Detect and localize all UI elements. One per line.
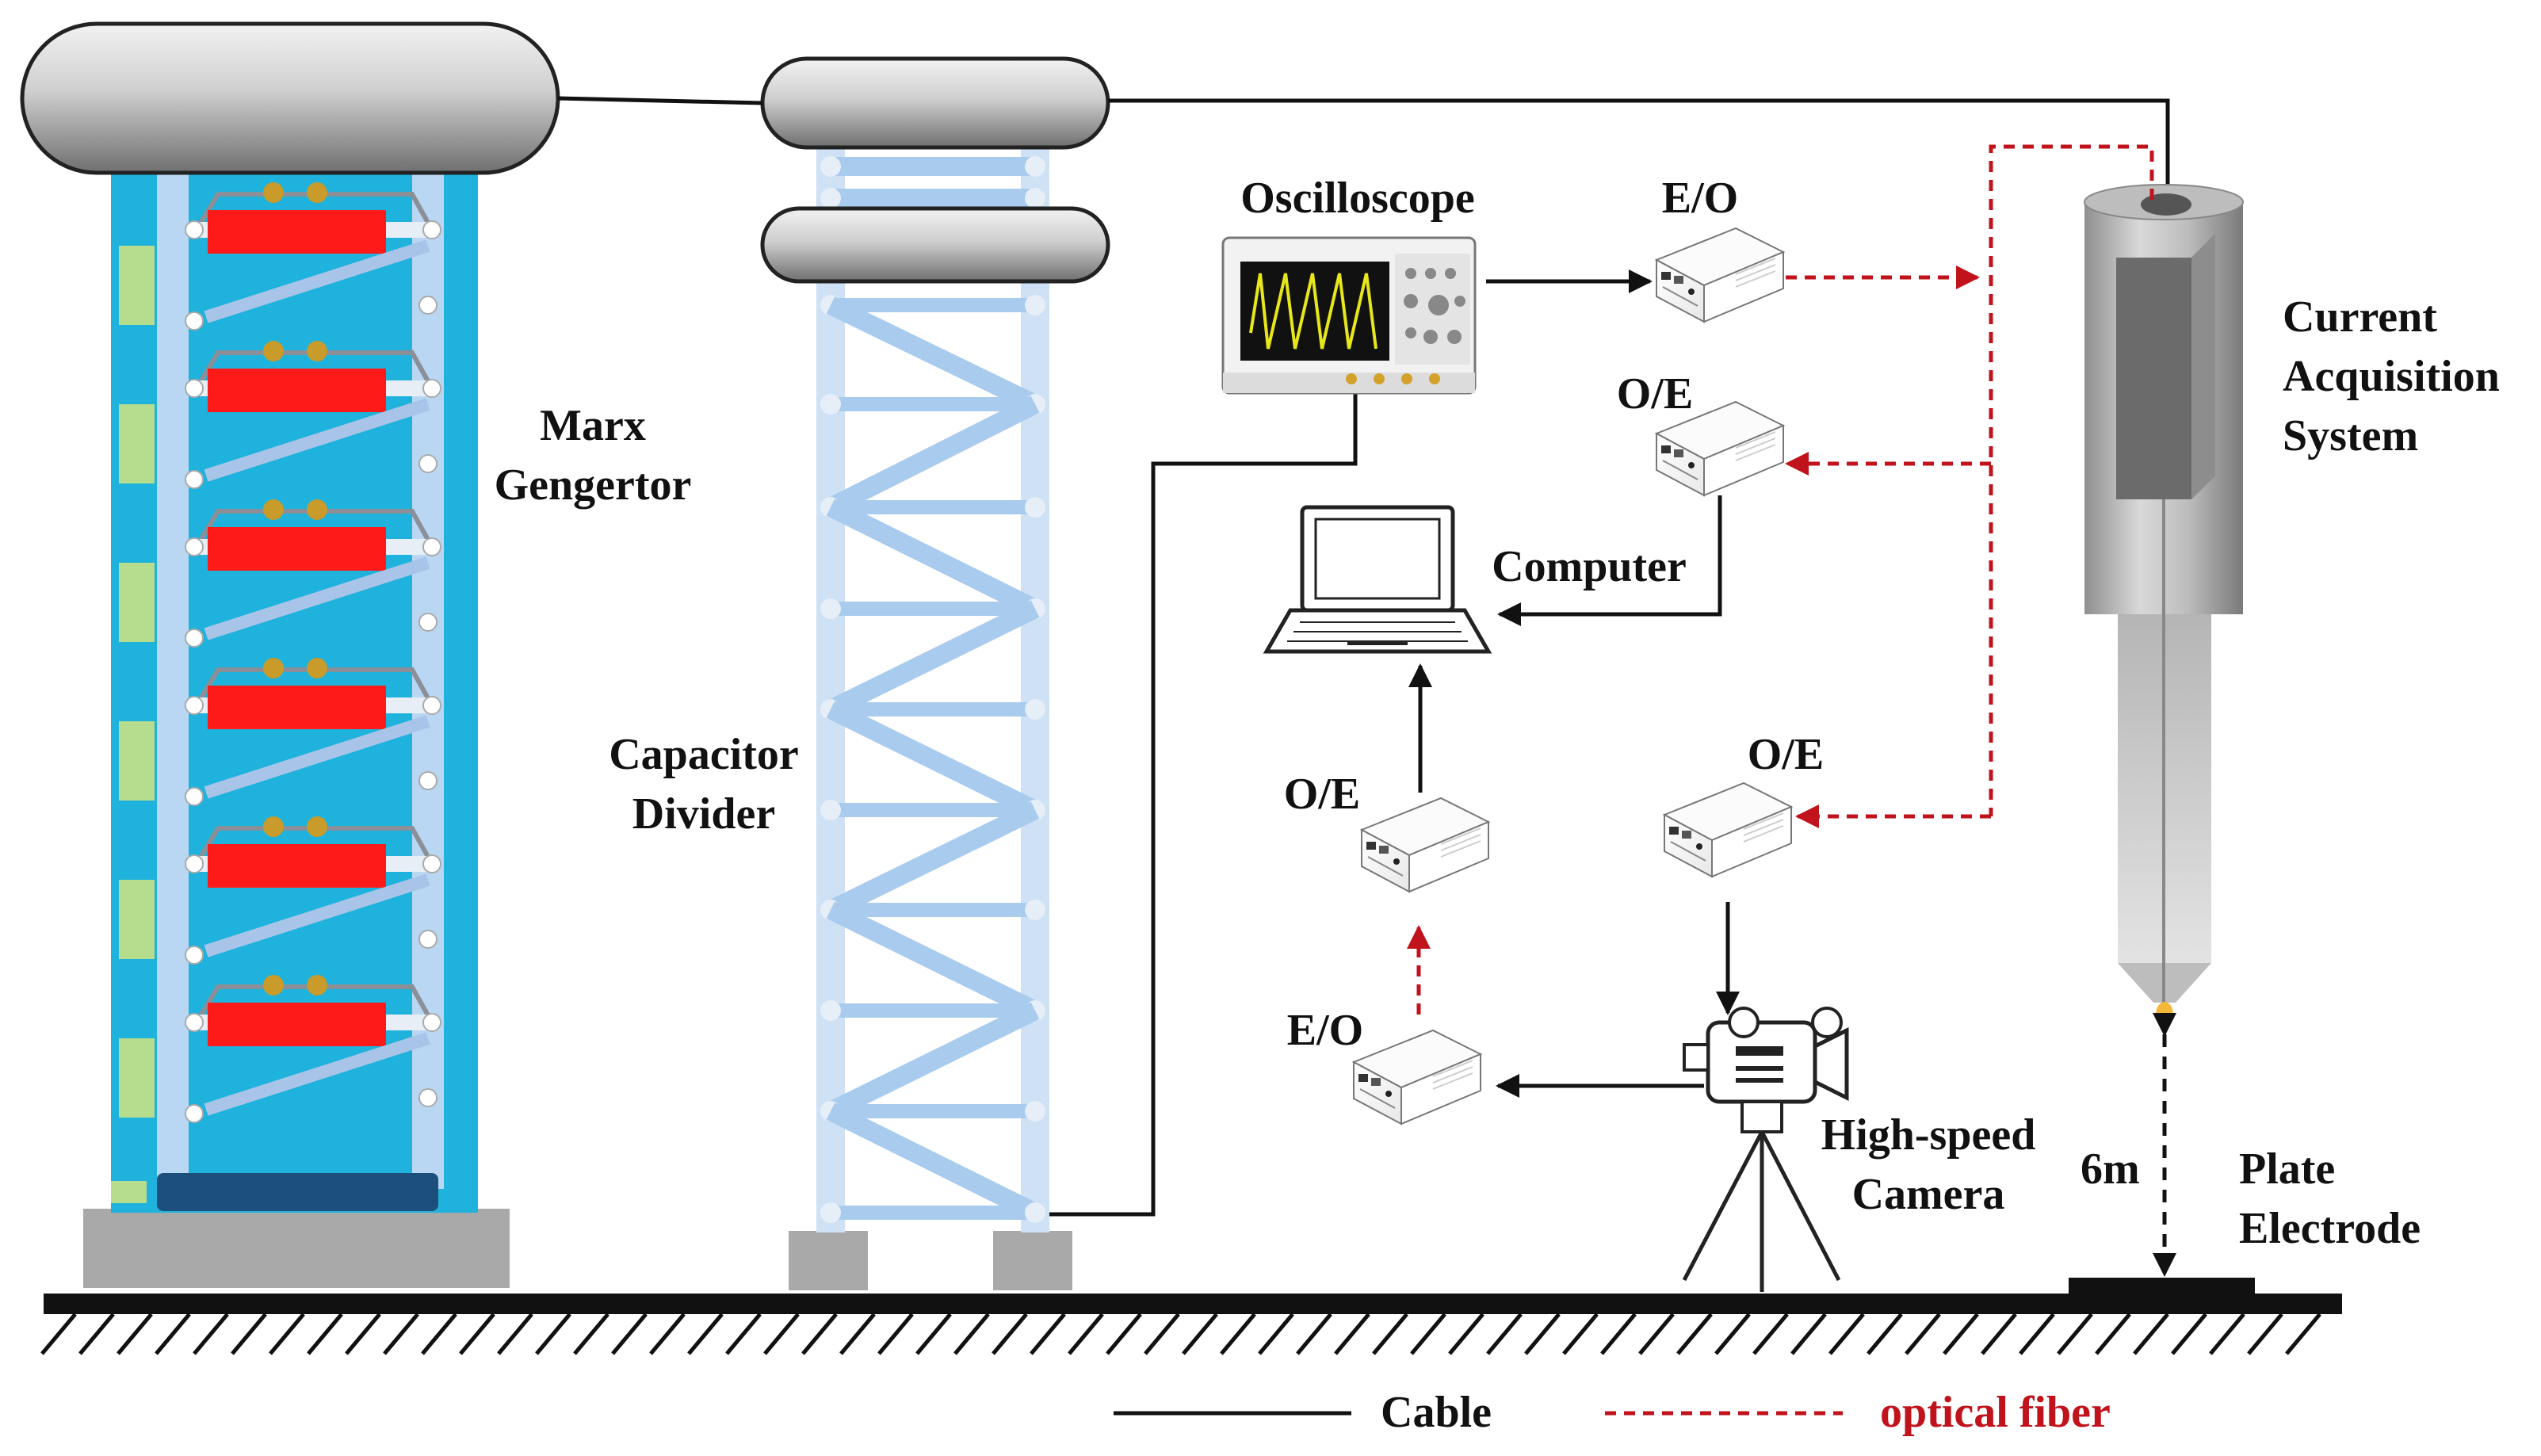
eo-bottom-label: E/O (1287, 1006, 1363, 1055)
marx-capacitor (208, 844, 386, 888)
eo-top-label: E/O (1662, 174, 1738, 223)
marx-stages (111, 182, 441, 1203)
marx-stage (119, 816, 441, 965)
divider-to-oscilloscope-cable (1049, 388, 1358, 1217)
eo-converter-bottom (1353, 1030, 1481, 1125)
distance-label: 6m (2081, 1145, 2140, 1194)
legend: Cable optical fiber (1114, 1388, 2111, 1437)
marx-base (83, 1209, 510, 1288)
cas-label-line2: Acquisition (2283, 352, 2500, 401)
marx-capacitor (208, 369, 386, 412)
plate-label-line1: Plate (2239, 1145, 2335, 1194)
camera-label-line1: High-speed (1821, 1110, 2036, 1160)
marx-capacitor (208, 686, 386, 729)
hv-cable-to-rod (1108, 98, 2170, 200)
marx-stage (119, 341, 441, 489)
divider-top-electrode-1 (760, 56, 1110, 150)
laptop (1263, 505, 1492, 654)
cas-label-line3: System (2283, 411, 2418, 460)
legend-cable-label: Cable (1381, 1388, 1492, 1437)
current-acquisition-system (2084, 184, 2244, 1027)
hv-cable (557, 96, 763, 105)
ground (40, 1294, 2342, 1355)
marx-capacitor (208, 1003, 386, 1046)
oscilloscope-label: Oscilloscope (1240, 174, 1475, 223)
marx-generator (20, 21, 560, 1288)
oe-converter-right (1664, 782, 1792, 877)
divider-label-line2: Divider (632, 789, 775, 839)
oscilloscope (1221, 236, 1477, 395)
marx-capacitor (208, 210, 386, 254)
divider-rungs (820, 156, 1045, 1223)
computer-label: Computer (1492, 542, 1687, 591)
plate-label-line2: Electrode (2239, 1204, 2421, 1253)
marx-capacitor (208, 527, 386, 571)
divider-label-line1: Capacitor (609, 730, 799, 779)
marx-stage (119, 975, 441, 1123)
capacitor-divider (760, 56, 1110, 1290)
eo-converter-top (1656, 227, 1784, 323)
labels: Marx Gengertor Capacitor Divider Oscillo… (495, 174, 2500, 1253)
marx-label-line2: Gengertor (495, 460, 692, 510)
fiber-trunk (1989, 144, 2154, 816)
rod-tip (2156, 1002, 2173, 1027)
oe-right-label: O/E (1748, 730, 1824, 779)
oe-left-label: O/E (1284, 770, 1360, 819)
divider-top-electrode-2 (760, 206, 1110, 284)
cas-label-line1: Current (2283, 292, 2437, 342)
high-speed-camera (1682, 1007, 1849, 1292)
plate-electrode (2069, 1278, 2255, 1295)
oe-top-label: O/E (1617, 369, 1693, 418)
marx-stage (119, 182, 441, 331)
marx-stage (119, 658, 441, 806)
marx-top-electrode (20, 21, 560, 175)
marx-stage (119, 499, 441, 648)
oscilloscope-waveform (1249, 273, 1377, 350)
oe-converter-left (1361, 797, 1489, 892)
legend-fiber-label: optical fiber (1880, 1388, 2111, 1437)
cable-oe-to-computer (1497, 495, 1722, 626)
camera-label-line2: Camera (1852, 1170, 2005, 1219)
marx-label-line1: Marx (540, 401, 646, 450)
